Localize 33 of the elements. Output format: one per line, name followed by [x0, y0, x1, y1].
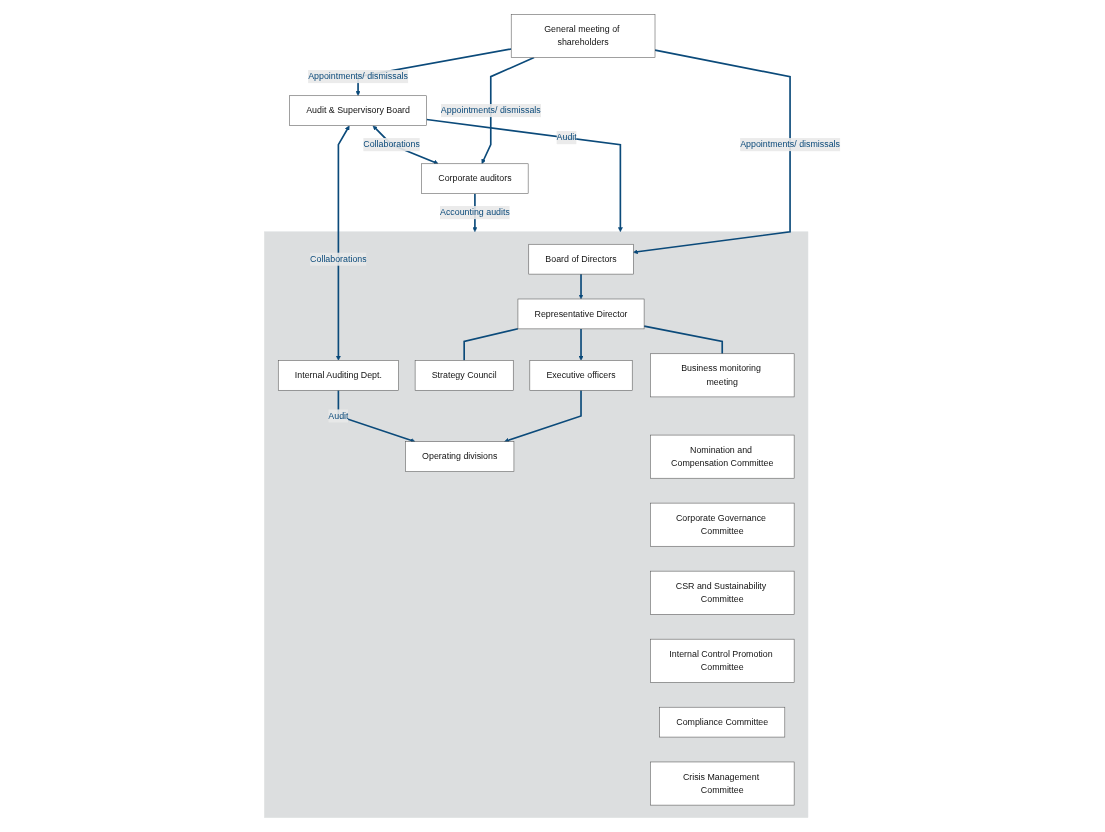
arrow [633, 49, 792, 255]
arrow [504, 389, 583, 443]
node-box: Internal Auditing Dept. [278, 360, 400, 391]
edge-label: Appointments/ dismissals [308, 71, 409, 82]
connector [463, 327, 520, 362]
edge-label: Accounting audits [440, 207, 511, 218]
arrow [481, 56, 536, 164]
node-box: General meeting of shareholders [511, 14, 656, 58]
edge-label: Collaborations [363, 139, 421, 150]
cluster [264, 231, 809, 818]
node-box: Strategy Council [415, 360, 514, 391]
node-box: Board of Directors [528, 243, 634, 275]
connector [643, 325, 724, 355]
edge-label: Collaborations [310, 254, 367, 264]
arrow [578, 328, 584, 361]
node-box: Representative Director [517, 298, 645, 330]
node-box: Corporate auditors [421, 163, 529, 194]
edge-label: Appointments/ dismissals [740, 139, 841, 150]
node-box: CSR and Sustainability Committee [650, 570, 795, 615]
node-box: Audit & Supervisory Board [289, 95, 428, 126]
node-box: Nomination and Compensation Committee [650, 434, 795, 479]
node-box: Compliance Committee [659, 706, 786, 738]
node-box: Executive officers [529, 360, 633, 391]
node-box: Internal Control Promotion Committee [650, 638, 795, 683]
edge-label: Appointments/ dismissals [441, 105, 541, 116]
edge-label: Audit [328, 411, 349, 421]
node-box: Operating divisions [405, 441, 515, 472]
edge-label: Audit [556, 132, 578, 143]
arrow [578, 273, 584, 300]
arrow [336, 125, 350, 361]
node-box: Corporate Governance Committee [650, 502, 795, 547]
node-box: Business monitoring meeting [650, 353, 795, 398]
node-box: Crisis Management Committee [650, 761, 795, 806]
